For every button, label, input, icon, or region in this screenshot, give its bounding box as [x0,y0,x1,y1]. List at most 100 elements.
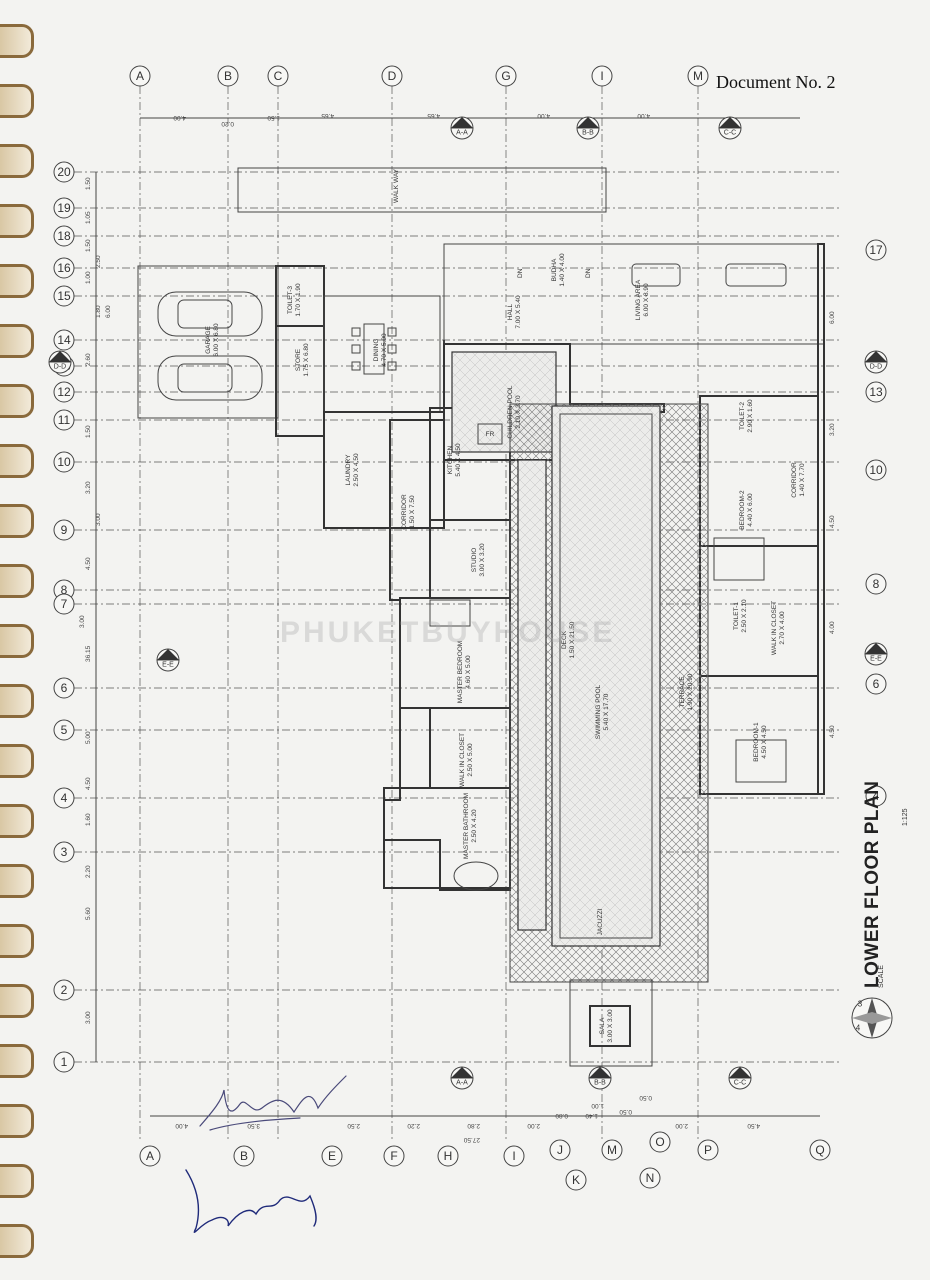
room-name: CORRIDOR [791,462,798,498]
section-marker: B-B [576,116,600,140]
grid-bubble-right-label: 4 [873,789,880,803]
room-size: 3.00 X 3.20 [479,543,486,577]
room-size: 2.50 X 2.10 [741,599,748,633]
spiral-binding [0,0,40,1280]
grid-bubble-left-label: 7 [61,597,68,611]
binding-ring [0,984,34,1018]
grid-bubble-right-label: 13 [869,385,883,399]
room-size: 6.00 X 6.80 [213,323,220,357]
grid-bubble-left: 12 [53,381,75,403]
dim-label-bottom: 0.50 [639,1094,652,1101]
room-size: 4.70 X 5.00 [381,333,388,367]
plan-scale-label: SCALE [878,965,885,988]
dim-label-left: 4.50 [85,557,92,570]
plan-scale-ratio: 1:125 [902,808,909,826]
chair [387,327,397,337]
binding-ring [0,564,34,598]
section-marker-label: A-A [456,1080,468,1087]
dim-label-left: 2.60 [85,353,92,366]
garage-cars [157,291,263,401]
grid-bubble-top-label: G [501,69,510,83]
dim-label-bottom: 27.50 [463,1136,480,1143]
walkway-frame [237,167,607,213]
stair-down-label: DN [585,268,592,278]
master-bed [429,599,471,627]
dim-label-bottom: 2.50 [347,1122,360,1129]
grid-bubble-bottom: J [549,1139,571,1161]
room-name: BEDROOM-2 [739,490,746,530]
grid-bubble-bottom: H [437,1145,459,1167]
room-name: WALK IN CLOSET [459,733,466,787]
compass-icon: 3 4 [851,997,893,1039]
grid-bubble-bottom-label: Q [815,1143,824,1157]
grid-bubble-left: 3 [53,841,75,863]
grid-bubble-left: 7 [53,593,75,615]
grid-bubble-right-label: 17 [869,243,883,257]
grid-bubble-left: 9 [53,519,75,541]
master-bedroom-outline [399,597,511,709]
bathtub-shape [453,861,499,891]
room-name: TOILET-3 [287,286,294,314]
grid-bubble-top: M [687,65,709,87]
toilet1-closet-outline [699,545,819,677]
section-marker-label: E-E [162,662,174,669]
section-marker-label: A-A [456,130,468,137]
dim-label-left: 1.05 [85,211,92,224]
signature-2 [185,1169,317,1234]
room-name: STUDIO [471,548,478,573]
section-marker-label: D-D [54,364,66,371]
room-name: KITCHEN [447,445,454,474]
dim-label-top: 0.20 [221,120,234,127]
grid-bubble-left: 2 [53,979,75,1001]
dim-label-left: 2.20 [85,865,92,878]
grid-bubble-left: 11 [53,409,75,431]
svg-text:4: 4 [856,1024,861,1033]
grid-bubble-right-label: 6 [873,677,880,691]
grid-bubble-bottom: N [639,1167,661,1189]
grid-bubble-left-label: 12 [57,385,71,399]
grid-bubble-right-label: 8 [873,577,880,591]
grid-bubble-top-label: M [693,69,703,83]
section-marker: B-B [588,1066,612,1090]
binding-ring [0,684,34,718]
grid-bubble-bottom-label: O [655,1135,664,1149]
section-marker: C-C [718,116,742,140]
dim-label-bottom: 2.80 [467,1122,480,1129]
dim-label-bottom: 2.00 [675,1122,688,1129]
grid-bubble-left-label: 4 [61,791,68,805]
binding-ring [0,1164,34,1198]
dim-label-right: 4.50 [829,515,836,528]
chair [351,361,361,371]
dim-label-left: 2.50 [95,255,102,268]
section-marker: E-E [156,648,180,672]
room-name: DECK [561,630,568,649]
room-name: CORRIDOR [401,494,408,530]
grid-bubble-bottom-label: E [328,1149,336,1163]
grid-bubble-top: D [381,65,403,87]
section-marker-label: D-D [870,364,882,371]
binding-ring [0,384,34,418]
grid-bubble-left: 1 [53,1051,75,1073]
sala-platform [589,1005,631,1047]
dim-label-left: 1.50 [85,239,92,252]
room-size: 5.40 X 17.70 [603,693,610,730]
grid-bubble-left: 6 [53,677,75,699]
binding-ring [0,144,34,178]
bed-1 [735,739,787,783]
grid-bubble-left-label: 6 [61,681,68,695]
room-size: 5.40 X 4.50 [455,443,462,477]
grid-bubble-bottom-label: P [704,1143,712,1157]
sofa-1 [631,263,681,287]
room-size: 2.90 X 1.60 [747,399,754,433]
room-name: WALK WAY [393,168,400,203]
svg-text:3: 3 [858,1000,863,1009]
dim-label-bottom: 2.20 [407,1122,420,1129]
grid-bubble-top-label: B [224,69,232,83]
